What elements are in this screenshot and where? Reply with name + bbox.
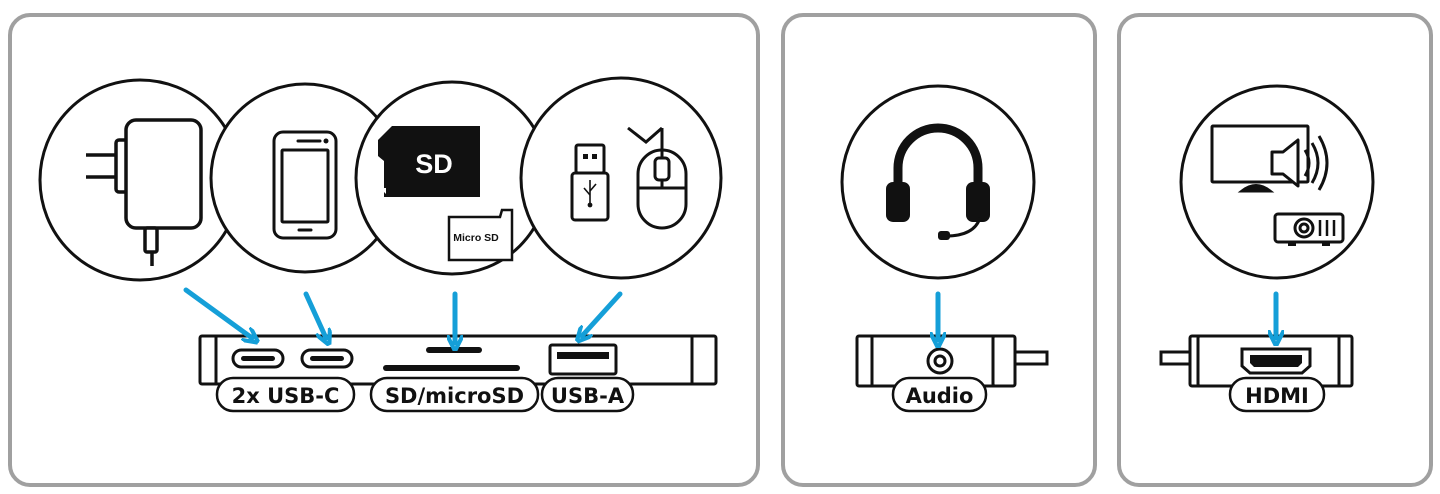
sd-card-text: SD — [415, 149, 453, 179]
charger-icon — [86, 118, 203, 266]
sd-label-pill: SD/microSD — [369, 376, 540, 413]
microsd-card-text: Micro SD — [453, 232, 499, 244]
headset-circle — [840, 84, 1036, 280]
audio-label: Audio — [906, 384, 974, 408]
projector-icon — [1273, 212, 1345, 246]
headset-icon — [886, 123, 990, 240]
usb-c-label-pill: 2x USB-C — [215, 376, 356, 413]
speaker-icon — [1270, 135, 1329, 191]
usb-c-port-2 — [300, 348, 354, 369]
sd-slot — [383, 347, 520, 371]
usb-a-label-pill: USB-A — [540, 376, 635, 413]
usb-devices-circle — [519, 76, 723, 280]
usb-a-port — [548, 343, 618, 376]
usb-c-port-1 — [231, 348, 285, 369]
hdmi-label-pill: HDMI — [1228, 376, 1326, 413]
usb-a-label: USB-A — [551, 384, 625, 408]
usb-c-arrows — [183, 287, 326, 338]
sd-card-icon: SD — [378, 126, 480, 197]
mouse-icon — [627, 126, 688, 230]
usb-a-arrow — [582, 291, 623, 336]
audio-label-pill: Audio — [891, 376, 988, 413]
usb-c-label: 2x USB-C — [232, 384, 340, 408]
phone-icon — [272, 130, 338, 240]
hdmi-label: HDMI — [1245, 384, 1309, 408]
sd-label: SD/microSD — [385, 384, 524, 408]
usb-stick-icon — [570, 143, 610, 222]
microsd-card-icon: Micro SD — [447, 208, 514, 262]
